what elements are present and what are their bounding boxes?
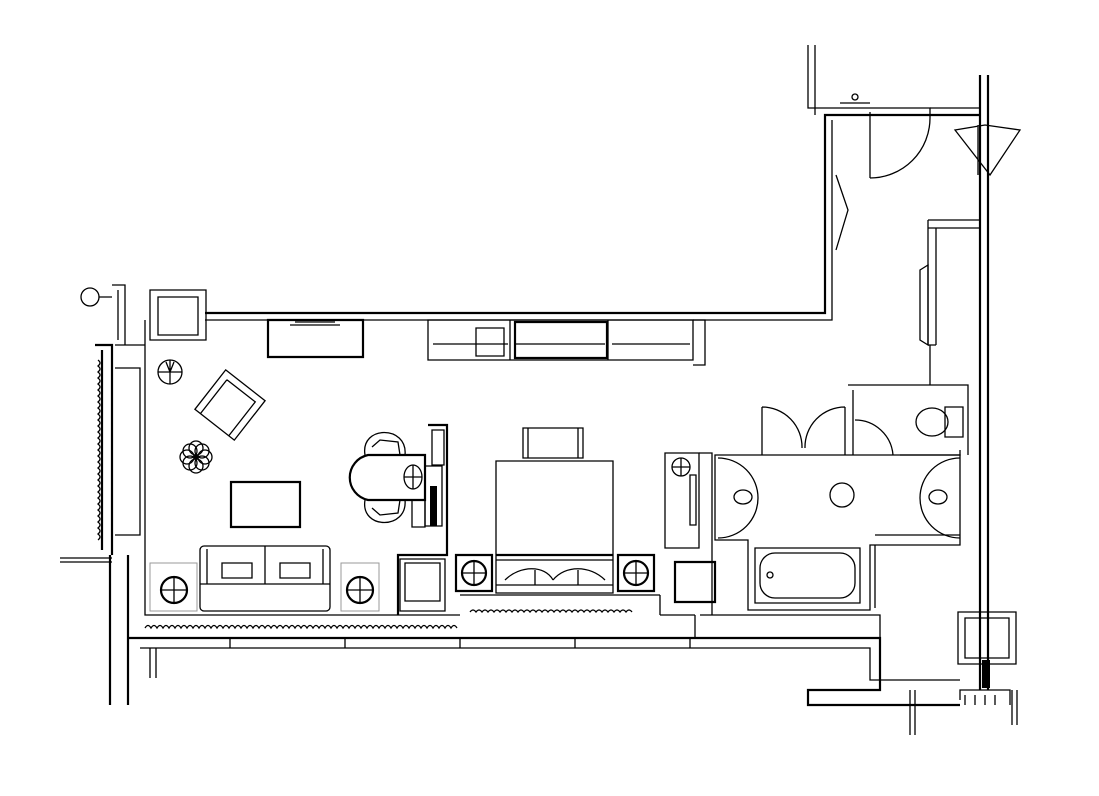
walls — [60, 45, 1017, 735]
duct — [982, 660, 990, 688]
radiator — [470, 610, 632, 612]
floor-drain — [830, 483, 854, 507]
column — [150, 290, 206, 340]
entry — [836, 94, 1020, 385]
side-table-lamp — [150, 563, 379, 611]
column — [158, 297, 198, 335]
dining-table — [350, 433, 425, 523]
entry-door — [868, 108, 930, 178]
fixture-icon — [81, 288, 99, 306]
sink — [920, 458, 960, 538]
tv-cabinet — [398, 425, 447, 615]
window-sash — [955, 125, 1020, 175]
bathtub — [755, 548, 860, 603]
armchair — [195, 370, 265, 440]
plant — [180, 441, 212, 473]
sink — [718, 458, 758, 538]
bed — [496, 428, 613, 593]
wardrobes — [268, 320, 705, 365]
radiator — [145, 626, 457, 629]
nightstand-lamp — [456, 555, 654, 591]
floor-lamp — [158, 360, 182, 384]
toilet — [916, 407, 963, 437]
coffee-table — [231, 482, 300, 527]
column — [965, 618, 1009, 658]
bathroom — [715, 385, 968, 610]
radiator — [960, 690, 1010, 705]
radiator — [98, 360, 100, 540]
sofa — [200, 546, 330, 611]
desk — [665, 453, 715, 615]
